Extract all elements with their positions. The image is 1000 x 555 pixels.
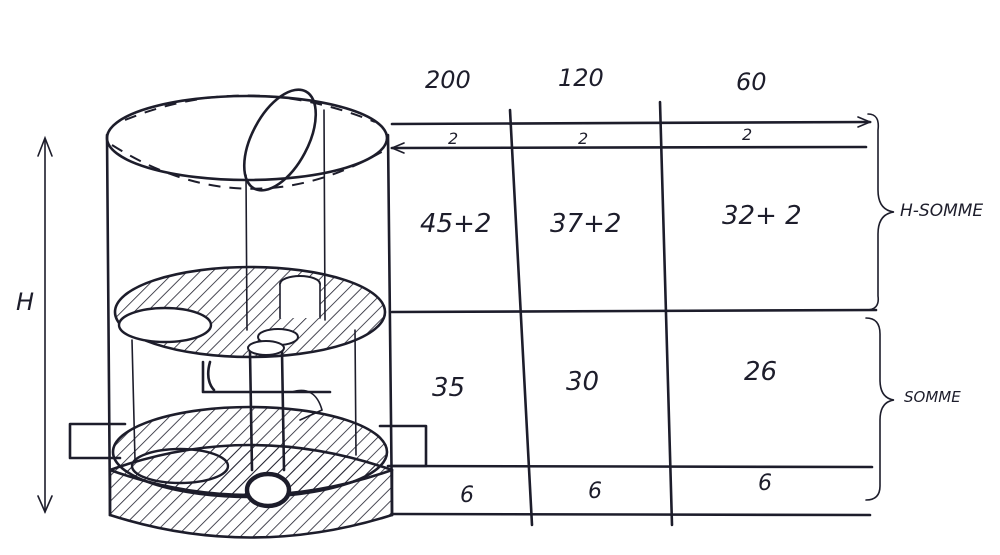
upper-partition (113, 265, 387, 359)
table-cell: 6 (460, 483, 474, 508)
table-cell: 2 (578, 129, 588, 148)
upper-brace (865, 113, 895, 311)
upper-opening (117, 306, 213, 344)
table-cell: 2 (742, 125, 752, 144)
table-cell: 2 (448, 129, 458, 148)
table-cell: 30 (566, 367, 599, 397)
tank-drawing: H (16, 88, 428, 539)
lower-brace (865, 317, 895, 501)
brace-label-upper: H-SOMME (900, 201, 983, 221)
tank-left-wall (105, 133, 112, 517)
table-cell: 37+2 (550, 209, 621, 239)
table-cell: 32+ 2 (722, 201, 802, 231)
table-cell: 45+2 (420, 209, 491, 239)
column-header: 120 (558, 64, 604, 92)
height-label: H (16, 288, 34, 316)
brace-label-lower: SOMME (904, 388, 961, 406)
tank-top-rim (105, 94, 389, 182)
height-arrow (37, 135, 53, 514)
access-opening (242, 88, 318, 192)
base-slab (108, 443, 394, 539)
table-cell: 26 (744, 357, 777, 387)
table-cell: 6 (758, 471, 772, 496)
table-cell: 35 (432, 373, 465, 403)
column-header: 60 (736, 68, 767, 96)
table-cell: 6 (588, 479, 602, 504)
inlet-pipe (68, 422, 127, 460)
column-header: 200 (425, 66, 471, 94)
tank-right-wall (386, 133, 394, 517)
dimension-table: 200 120 60 2 2 2 45+2 37+2 32+ 2 35 30 2… (389, 64, 983, 527)
